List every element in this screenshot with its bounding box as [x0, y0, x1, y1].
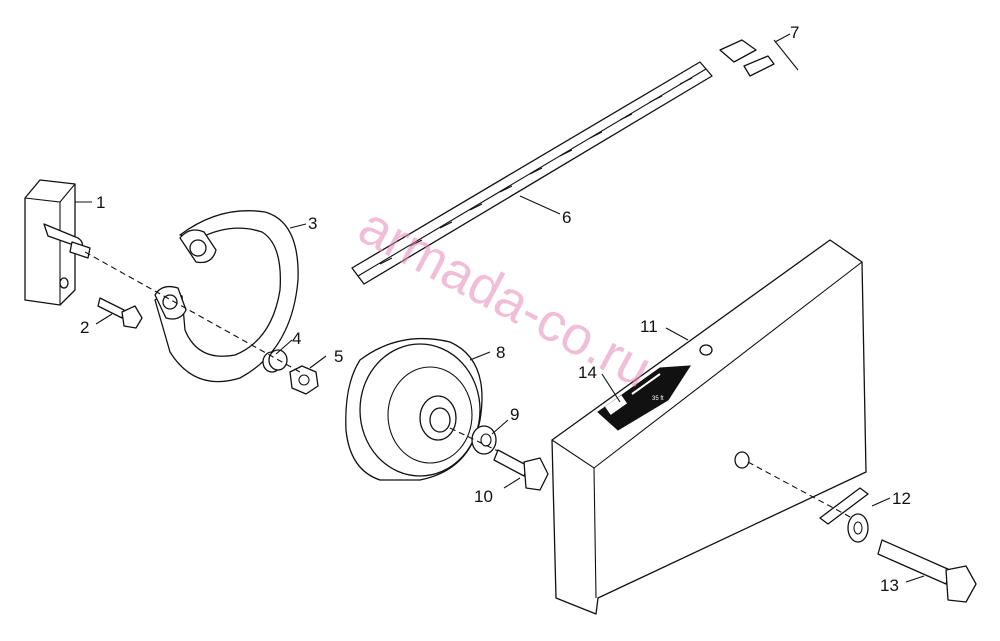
- callout-10: 10: [474, 487, 493, 506]
- callout-5: 5: [334, 347, 343, 366]
- callout-numbers: 1 2 3 4 5 6 7 8 9 10 11 12 13 14: [80, 23, 911, 595]
- part-8-drum: [345, 337, 483, 481]
- part-14-warning-decal: 35 ft: [597, 365, 691, 431]
- assembly-axis-line-a: [84, 251, 301, 373]
- callout-1: 1: [96, 193, 105, 212]
- callout-13: 13: [880, 576, 899, 595]
- part-12-lock-washer: [847, 513, 869, 543]
- part-11-chain-guard: [551, 239, 869, 615]
- callout-12: 12: [892, 489, 911, 508]
- part-9-washer: [471, 425, 497, 455]
- callout-11: 11: [640, 317, 658, 336]
- part-2-bolt: [97, 297, 143, 329]
- part-1-bracket: [24, 179, 91, 306]
- part-10-bolt: [493, 449, 549, 491]
- callout-6: 6: [562, 208, 571, 227]
- callout-3: 3: [308, 214, 317, 233]
- part-6-roller-chain: [351, 61, 713, 285]
- callout-14: 14: [578, 363, 597, 382]
- leader-lines: [75, 33, 925, 583]
- callout-9: 9: [510, 405, 519, 424]
- part-3-brake-band: [154, 210, 299, 383]
- callout-2: 2: [80, 318, 89, 337]
- decal-text: 35 ft: [652, 396, 664, 402]
- part-7-connecting-link: [719, 39, 799, 77]
- callout-8: 8: [496, 343, 505, 362]
- callout-7: 7: [790, 23, 799, 42]
- part-5-nut: [289, 365, 319, 395]
- part-4-spacer: [262, 349, 288, 373]
- part-13-long-bolt: [877, 539, 977, 603]
- callout-4: 4: [292, 329, 301, 348]
